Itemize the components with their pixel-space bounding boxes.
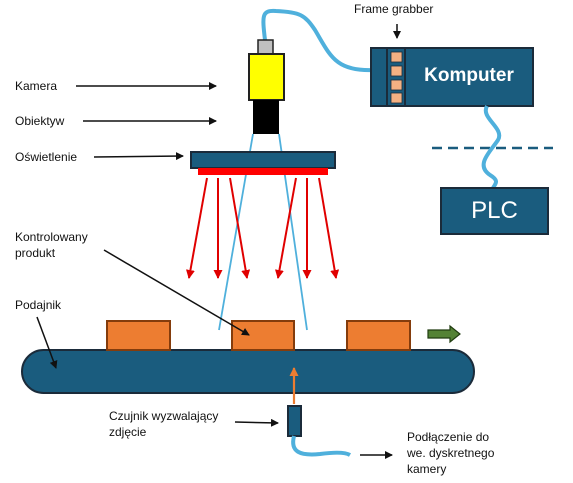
podajnik-pointer: [36, 316, 58, 369]
podlaczenie-label-line1: Podłączenie do: [407, 430, 490, 444]
light-emitter: [198, 168, 328, 175]
camera-connector: [257, 39, 274, 55]
light-ray: [274, 177, 297, 279]
plc-cable: [481, 104, 502, 189]
computer-label: Komputer: [424, 65, 514, 86]
czujnik-label-line1: Czujnik wyzwalający: [109, 409, 219, 423]
plc-label: PLC: [471, 197, 518, 224]
conveyor-belt: [21, 349, 475, 394]
light-ray: [318, 177, 340, 279]
kontrolowany-label-line1: Kontrolowany: [15, 230, 88, 244]
frame-grabber-port: [390, 51, 403, 63]
sensor-cable: [291, 435, 352, 457]
plc-box: [440, 187, 549, 235]
frame-grabber-port: [390, 79, 403, 91]
czujnik-pointer: [234, 418, 279, 427]
podajnik-label: Podajnik: [15, 298, 62, 312]
frame-grabber-label: Frame grabber: [354, 2, 434, 16]
oswietlenie-pointer: [93, 152, 184, 161]
trigger-sensor: [287, 405, 302, 437]
frame-grabber-card: [386, 47, 406, 107]
light-ray: [229, 177, 251, 279]
light-ray: [185, 177, 208, 279]
camera-cable: [261, 8, 376, 73]
kontrolowany-label-line2: produkt: [15, 246, 56, 260]
czujnik-label-line2: zdjęcie: [109, 425, 147, 439]
oswietlenie-label: Oświetlenie: [15, 150, 78, 164]
obiektyw-label: Obiektyw: [15, 114, 65, 128]
product: [346, 320, 411, 351]
light-housing: [190, 151, 336, 169]
podlaczenie-label-line3: kamery: [407, 462, 447, 476]
podlaczenie-label-line2: we. dyskretnego: [407, 446, 495, 460]
kamera-label: Kamera: [15, 79, 58, 93]
product: [106, 320, 171, 351]
kontrolowany-pointer: [103, 249, 250, 336]
right-arrow-icon: [427, 324, 461, 344]
lens: [253, 100, 279, 134]
light-rays: [185, 177, 340, 279]
frame-grabber-port: [390, 65, 403, 77]
product-inspected: [231, 320, 295, 351]
frame-grabber-port: [390, 92, 403, 104]
camera-body: [248, 53, 285, 101]
